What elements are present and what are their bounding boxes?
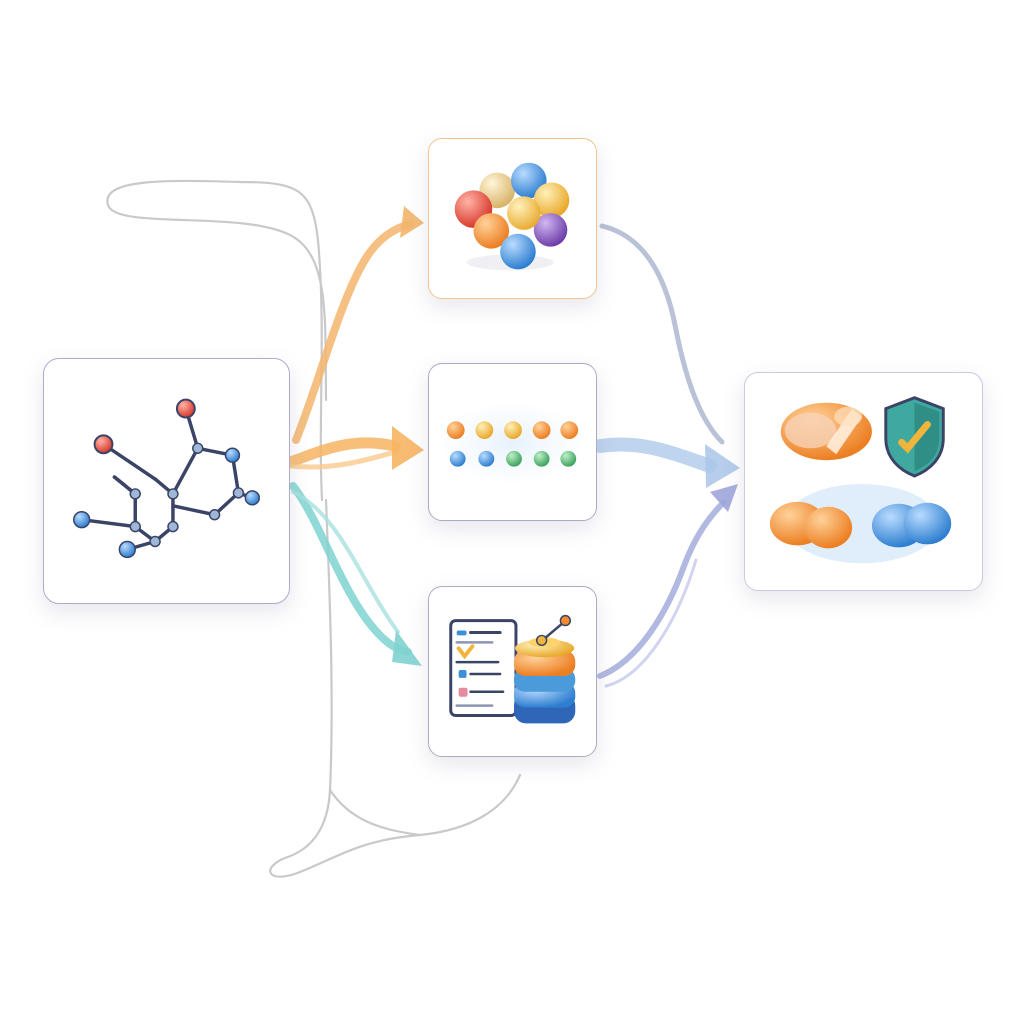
pill-capsule-icon — [780, 402, 872, 461]
background-loop-lines — [106, 179, 522, 878]
node-capsule-shield[interactable] — [744, 372, 983, 591]
edge-molecule-to-cluster — [292, 206, 424, 444]
node-molecule[interactable] — [43, 358, 290, 604]
document-database-icon — [449, 614, 576, 724]
edge-molecule-to-database — [289, 482, 422, 666]
edge-molecule-to-sequence — [284, 426, 424, 470]
shield-check-icon — [884, 396, 945, 478]
capsule-shield-icon — [769, 396, 952, 564]
node-document-database[interactable] — [428, 586, 597, 757]
dot-sequence-icon — [442, 403, 582, 483]
edge-database-to-output — [597, 484, 738, 688]
node-atom-cluster[interactable] — [428, 138, 597, 299]
blue-molecule-pair-icon — [871, 502, 952, 548]
atom-cluster-icon — [454, 162, 570, 271]
orange-molecule-pair-icon — [769, 501, 853, 549]
edge-cluster-to-output — [599, 223, 725, 445]
molecule-structure-icon — [73, 398, 260, 559]
edge-sequence-to-output — [593, 437, 740, 488]
node-dot-sequence[interactable] — [428, 363, 597, 521]
